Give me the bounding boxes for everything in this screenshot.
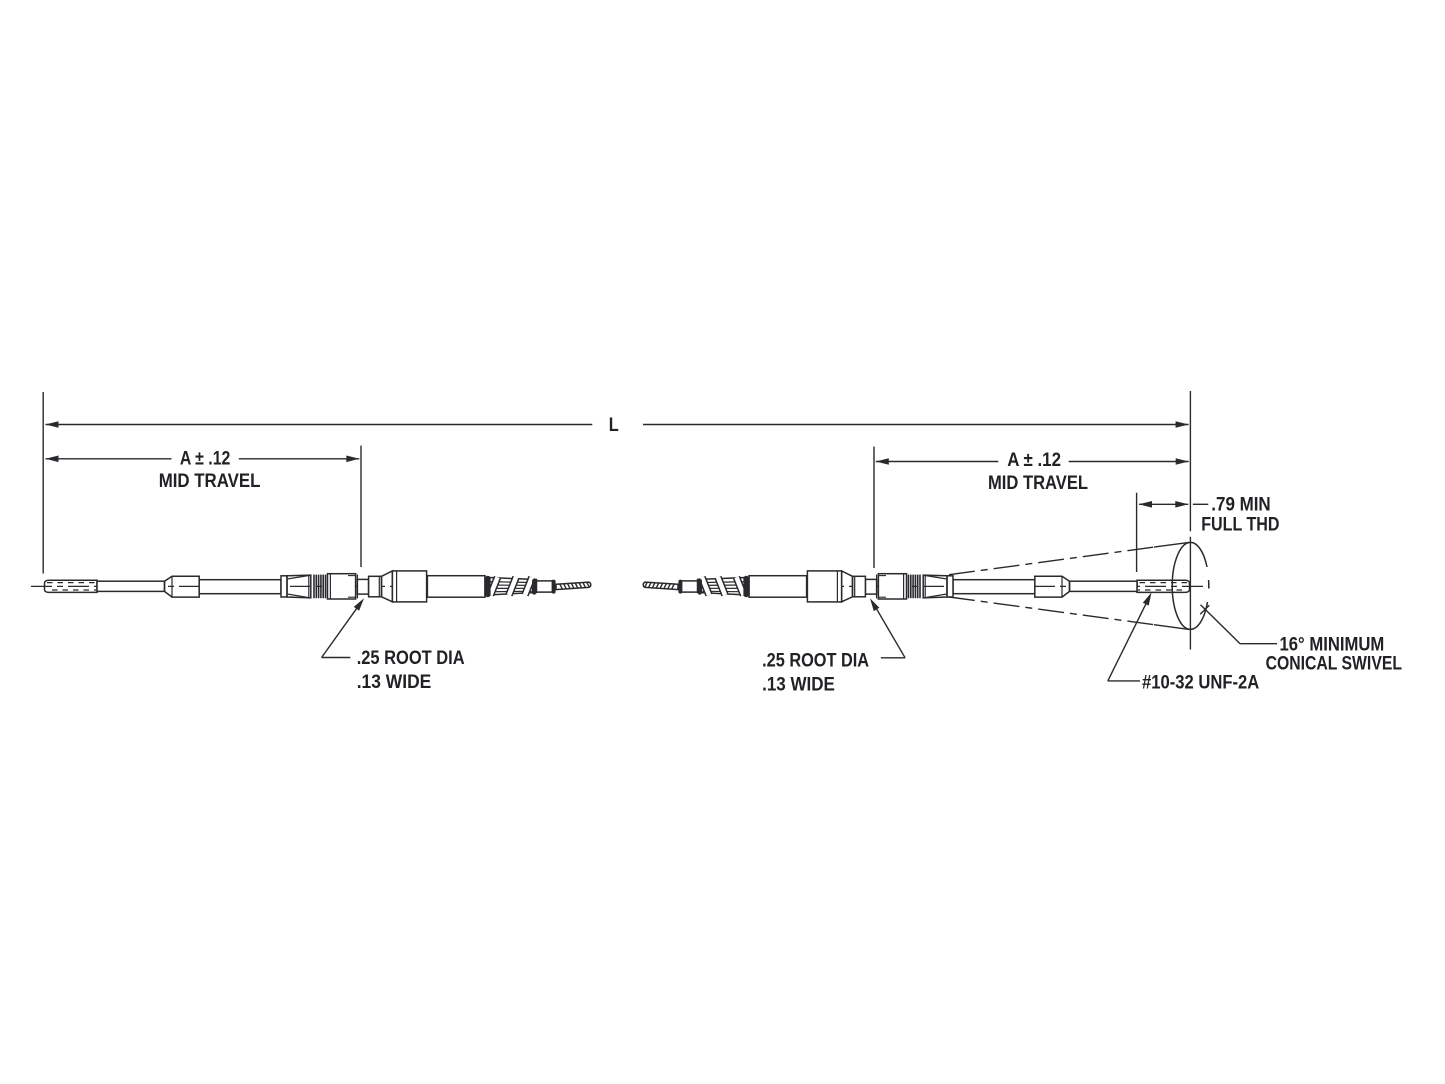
svg-text:.25 ROOT DIA: .25 ROOT DIA: [762, 650, 869, 672]
svg-text:.79 MIN: .79 MIN: [1211, 493, 1270, 515]
svg-text:.13 WIDE: .13 WIDE: [762, 674, 835, 696]
svg-text:A ± .12: A ± .12: [180, 447, 231, 469]
svg-text:FULL THD: FULL THD: [1201, 514, 1279, 536]
svg-text:MID TRAVEL: MID TRAVEL: [159, 470, 261, 492]
svg-text:.13 WIDE: .13 WIDE: [357, 671, 432, 693]
svg-text:L: L: [609, 414, 619, 436]
svg-text:MID TRAVEL: MID TRAVEL: [988, 472, 1088, 494]
svg-text:#10-32 UNF-2A: #10-32 UNF-2A: [1142, 672, 1259, 694]
svg-text:.25 ROOT DIA: .25 ROOT DIA: [357, 647, 465, 669]
svg-text:CONICAL SWIVEL: CONICAL SWIVEL: [1266, 653, 1402, 675]
svg-text:A ± .12: A ± .12: [1007, 449, 1061, 471]
svg-text:16° MINIMUM: 16° MINIMUM: [1280, 634, 1385, 656]
